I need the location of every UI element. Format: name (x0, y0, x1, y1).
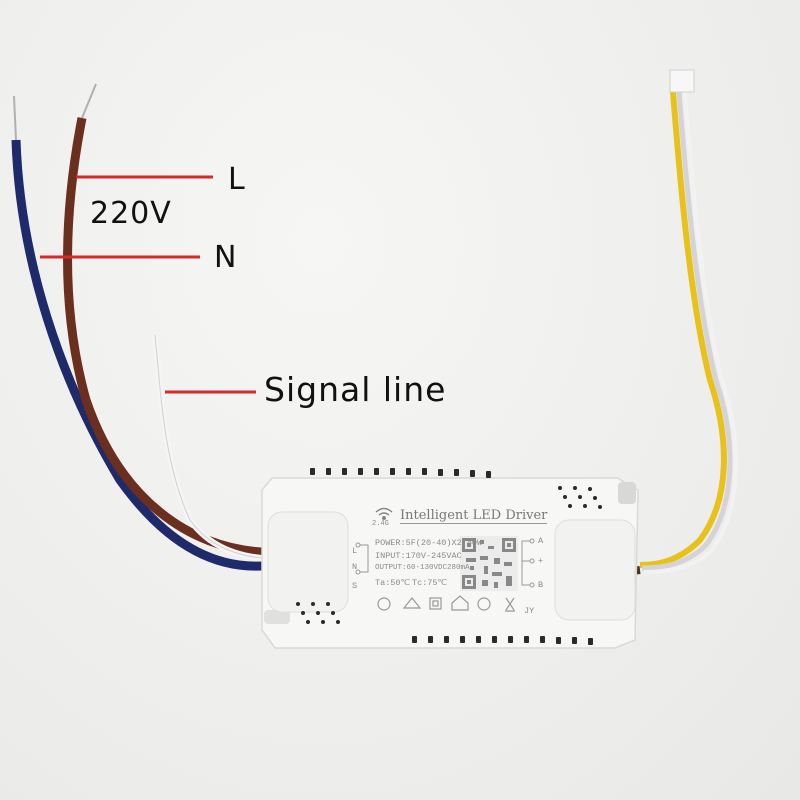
output-wire-bundle (599, 69, 738, 579)
spec-temp-case: Tc:75℃ (412, 578, 448, 588)
signal-line-label: Signal line (264, 370, 447, 409)
neutral-label: N (214, 240, 237, 275)
double-insulation-icon (432, 600, 439, 607)
neutral-wire (11, 139, 263, 571)
triangle-icon (402, 597, 422, 609)
maker-mark: JY (524, 606, 535, 616)
weee-icon (505, 597, 515, 612)
wireless-badge: 2.4G (372, 520, 389, 528)
pin-label-b: B (538, 580, 544, 590)
pin-label-l: L (352, 546, 358, 556)
pin-label-n: N (352, 562, 358, 572)
device-title: Intelligent LED Driver (400, 508, 548, 524)
pin-label-plus: + (538, 556, 544, 566)
annotation-lines (40, 175, 256, 394)
spec-input: INPUT:170V-245VAC (375, 551, 462, 561)
mains-wires (11, 83, 263, 571)
live-label: L (228, 162, 245, 197)
spec-output: OUTPUT:60-130VDC280mA (375, 564, 470, 572)
certification-icons (377, 595, 515, 612)
driver-housing (261, 468, 639, 649)
pin-label-s: S (352, 581, 358, 591)
live-wire (62, 117, 263, 557)
spec-power: POWER:5F(20-40)X2 80W (375, 538, 483, 548)
recycle-icon (477, 597, 491, 611)
indoor-use-icon (451, 595, 469, 611)
pin-label-a: A (538, 536, 544, 546)
spec-temp-ambient: Ta:50℃ (375, 578, 411, 588)
voltage-label: 220V (90, 196, 172, 231)
qr-code (460, 536, 518, 591)
class-icon (377, 597, 391, 611)
wifi-icon (375, 507, 393, 521)
connector-plug (669, 69, 695, 93)
